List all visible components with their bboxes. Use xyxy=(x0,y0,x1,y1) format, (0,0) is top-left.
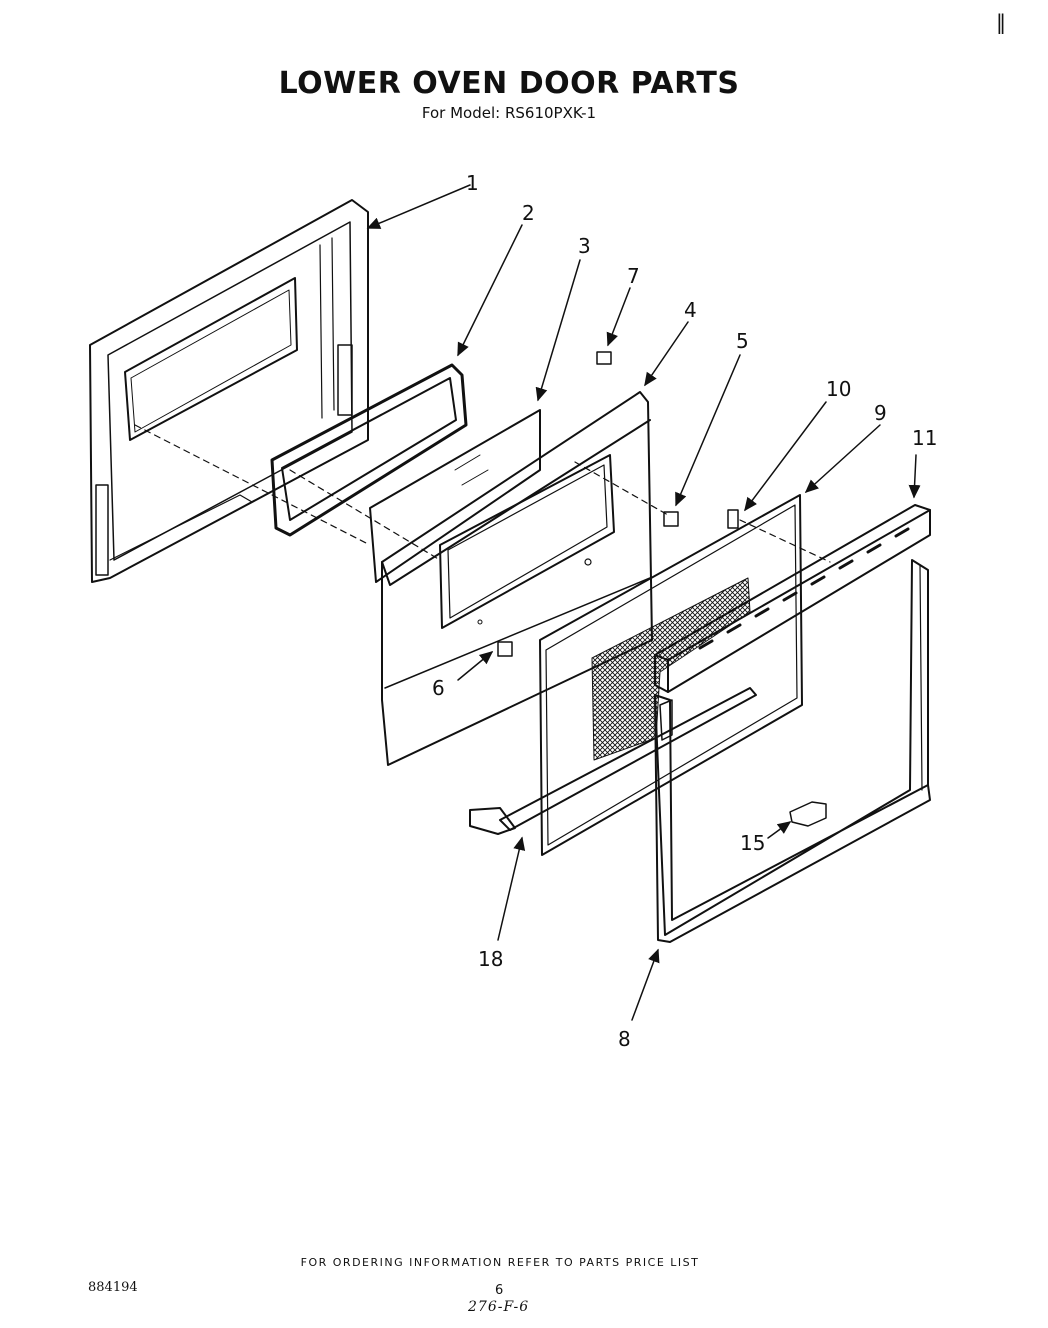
callout-4: 4 xyxy=(684,298,697,322)
corner-mark: ‖ xyxy=(996,10,1006,34)
document-number: 884194 xyxy=(88,1280,138,1295)
leader-lines xyxy=(366,184,921,1021)
model-subtitle: For Model: RS610PXK-1 xyxy=(421,104,597,122)
callout-1: 1 xyxy=(466,171,479,195)
callout-10: 10 xyxy=(826,377,851,401)
callout-15: 15 xyxy=(740,831,765,855)
handwritten-note: 276-F-6 xyxy=(468,1299,530,1315)
part-18-handle xyxy=(469,687,757,835)
part-5-clip xyxy=(663,511,679,527)
part-3-window-glass xyxy=(369,409,541,583)
page-title: LOWER OVEN DOOR PARTS xyxy=(278,66,740,101)
callout-18: 18 xyxy=(478,947,503,971)
part-6-clip xyxy=(497,641,513,657)
callout-9: 9 xyxy=(874,401,887,425)
callout-5: 5 xyxy=(736,329,749,353)
page-number: 6 xyxy=(495,1283,504,1298)
callout-11: 11 xyxy=(912,426,937,450)
part-1-inner-door-panel xyxy=(89,199,369,583)
callout-7: 7 xyxy=(627,264,640,288)
part-4-door-panel xyxy=(381,391,653,766)
alignment-lines xyxy=(134,424,831,563)
part-10-clip xyxy=(727,509,739,529)
part-11-vent-strip xyxy=(654,504,931,693)
callout-6: 6 xyxy=(432,676,445,700)
callout-2: 2 xyxy=(522,201,535,225)
callout-8: 8 xyxy=(618,1027,631,1051)
part-7-clip xyxy=(596,351,612,365)
ordering-note: FOR ORDERING INFORMATION REFER TO PARTS … xyxy=(300,1256,700,1269)
part-15-hinge-bracket xyxy=(789,801,827,827)
part-8-outer-frame xyxy=(654,559,931,943)
callout-3: 3 xyxy=(578,234,591,258)
